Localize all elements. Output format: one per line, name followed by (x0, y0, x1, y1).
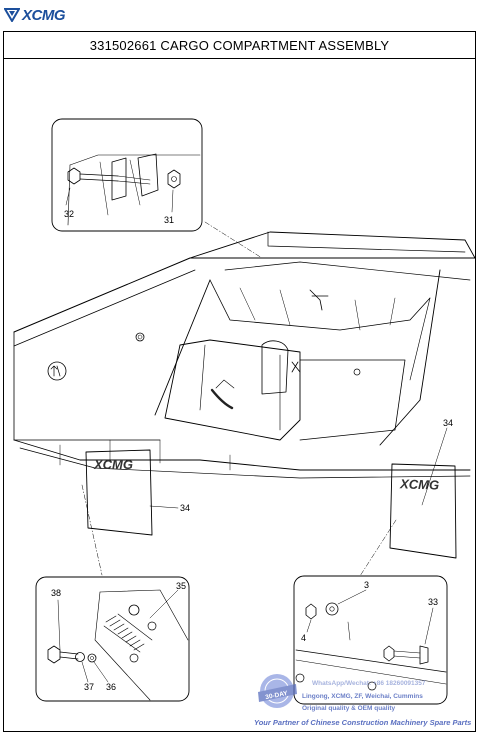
mud-flap-right: XCMG (389, 427, 457, 559)
callout-38: 38 (51, 588, 61, 598)
mud-flap-logo-left: XCMG (93, 457, 133, 472)
warranty-badge-icon: 30-DAY (258, 674, 297, 708)
warranty-badge-text: 30-DAY (265, 690, 289, 701)
title-bar: 331502661 CARGO COMPARTMENT ASSEMBLY (4, 32, 475, 59)
detail-inset-bottom-right (293, 575, 448, 705)
callout-36: 36 (106, 682, 116, 692)
seller-watermark: 30-DAY WhatsApp/Wechat: +86 18260091357 … (254, 674, 471, 727)
callout-33: 33 (428, 597, 438, 607)
detail-inset-bottom-left (35, 576, 190, 702)
callout-35: 35 (176, 581, 186, 591)
callout-37: 37 (84, 682, 94, 692)
watermark-brands: Lingong, XCMG, ZF, Weichai, Cummins (302, 693, 423, 700)
mud-flap-left: XCMG (85, 449, 179, 536)
callout-4: 4 (301, 633, 306, 643)
callout-31: 31 (164, 215, 174, 225)
detail-inset-top (51, 118, 203, 232)
callout-labels: 32 31 34 34 35 38 37 36 3 4 33 (51, 209, 453, 692)
watermark-tagline: Your Partner of Chinese Construction Mac… (254, 718, 471, 727)
brand-name: XCMG (22, 6, 66, 24)
callout-34-left: 34 (180, 503, 190, 513)
watermark-contact: WhatsApp/Wechat: +86 18260091357 (312, 680, 426, 687)
mud-flap-logo-right: XCMG (399, 476, 439, 492)
brand-header: XCMG (4, 6, 66, 24)
cargo-compartment-view (13, 231, 476, 479)
callout-3: 3 (364, 580, 369, 590)
watermark-quality: Original quality & OEM quality (302, 705, 396, 712)
drawing-frame: 331502661 CARGO COMPARTMENT ASSEMBLY (3, 31, 476, 732)
page-title: 331502661 CARGO COMPARTMENT ASSEMBLY (89, 37, 390, 53)
callout-34-right: 34 (443, 418, 453, 428)
xcmg-logo-icon (4, 8, 20, 22)
callout-32: 32 (64, 209, 74, 219)
